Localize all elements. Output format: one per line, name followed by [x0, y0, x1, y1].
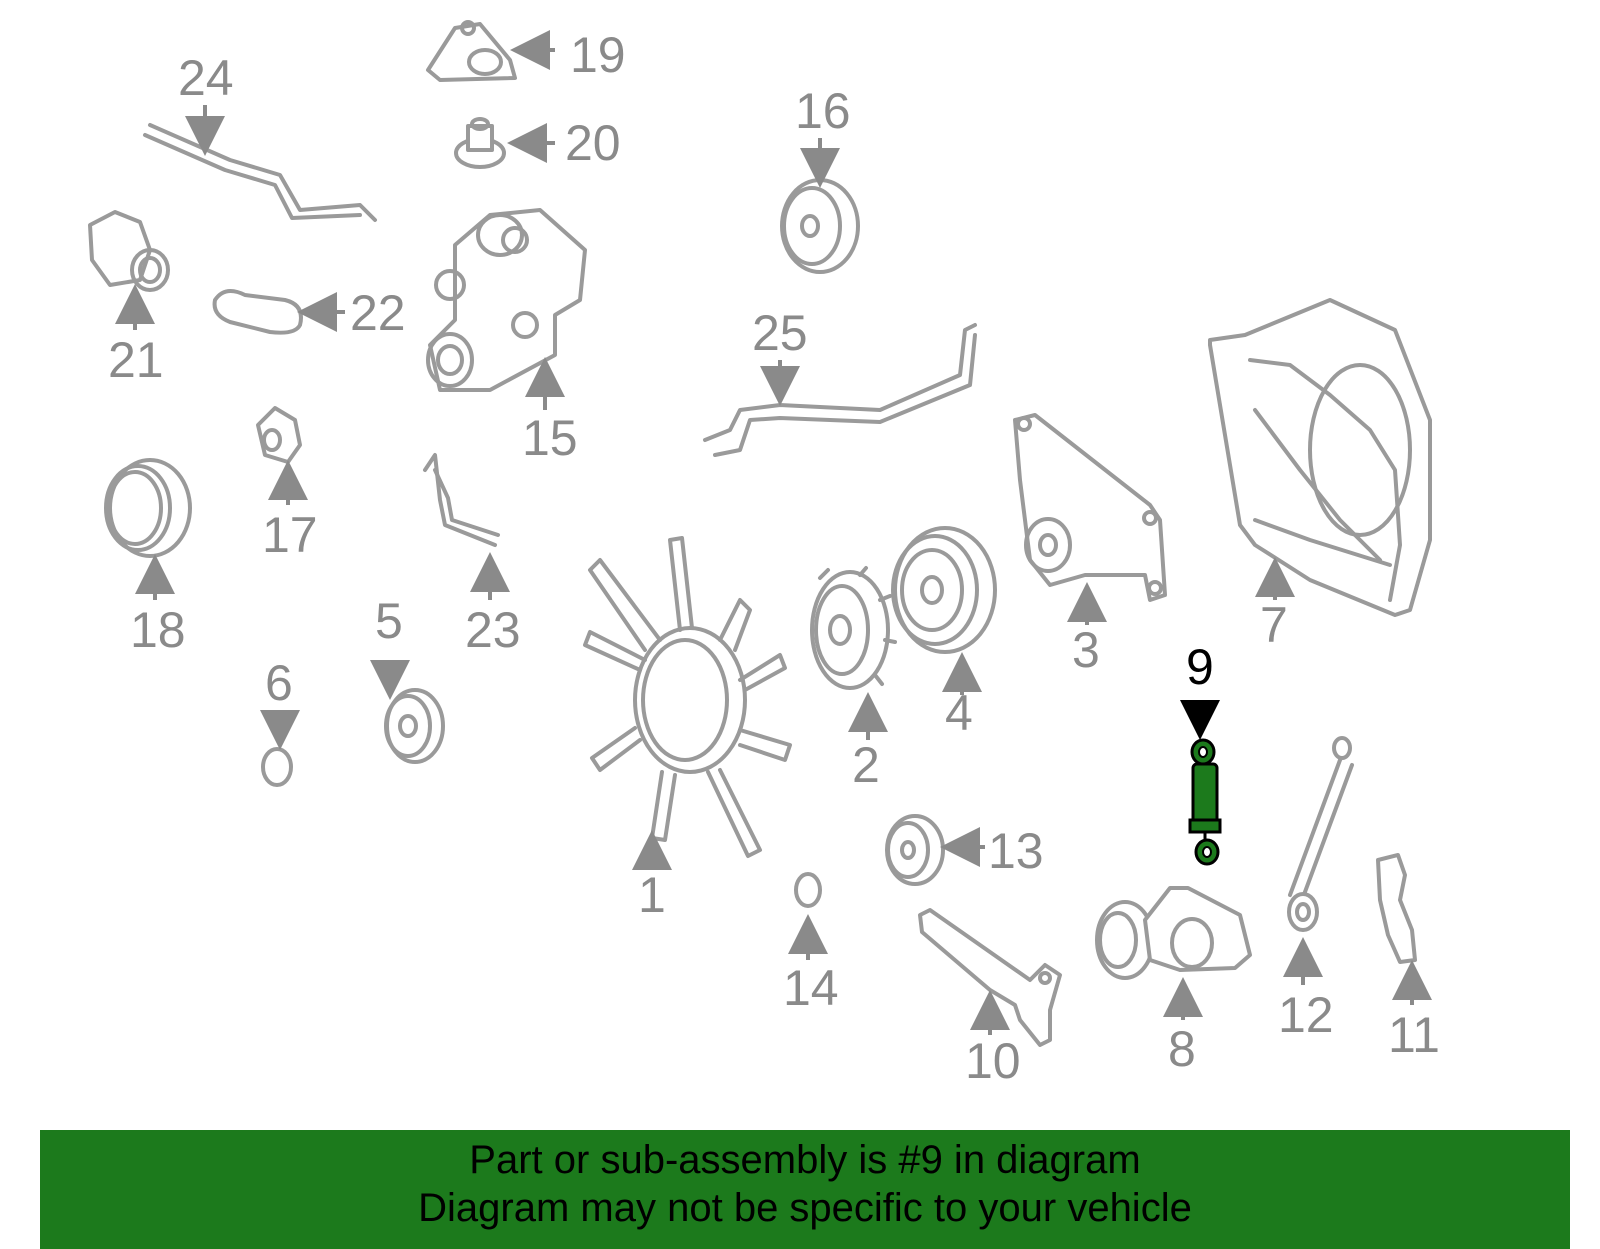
callout-15[interactable]: 15	[522, 410, 578, 466]
part-11-bracket[interactable]	[1376, 853, 1417, 964]
callout-21[interactable]: 21	[108, 332, 164, 388]
banner-line-2: Diagram may not be specific to your vehi…	[418, 1186, 1192, 1230]
callout-18[interactable]: 18	[130, 602, 186, 658]
info-banner: Part or sub-assembly is #9 in diagram Di…	[40, 1130, 1570, 1249]
part-15-water-pump-housing[interactable]	[426, 208, 587, 392]
callout-20[interactable]: 20	[565, 115, 621, 171]
part-19-cap[interactable]	[426, 20, 517, 82]
part-3-bracket[interactable]	[1013, 413, 1167, 602]
callout-17[interactable]: 17	[262, 507, 318, 563]
callout-22[interactable]: 22	[350, 285, 406, 341]
callout-7[interactable]: 7	[1260, 597, 1288, 653]
part-8-tensioner[interactable]	[1095, 886, 1252, 980]
part-13-pulley[interactable]	[885, 814, 945, 886]
part-1-fan[interactable]	[583, 536, 792, 858]
part-23-hose[interactable]	[423, 453, 497, 547]
callout-6[interactable]: 6	[265, 655, 293, 711]
part-4-pulley[interactable]	[891, 526, 997, 654]
part-18-seal[interactable]	[104, 458, 192, 558]
callout-2[interactable]: 2	[852, 737, 880, 793]
callout-16[interactable]: 16	[795, 83, 851, 139]
callout-12[interactable]: 12	[1278, 987, 1334, 1043]
callout-3[interactable]: 3	[1072, 622, 1100, 678]
callout-8[interactable]: 8	[1168, 1021, 1196, 1077]
callout-5[interactable]: 5	[375, 593, 403, 649]
banner-line-1: Part or sub-assembly is #9 in diagram	[469, 1138, 1141, 1182]
callout-4[interactable]: 4	[945, 685, 973, 741]
part-24-pipe[interactable]	[148, 123, 377, 222]
callout-11[interactable]: 11	[1388, 1007, 1440, 1063]
part-22-hose[interactable]	[212, 289, 303, 335]
callout-25[interactable]: 25	[752, 305, 808, 361]
part-9-shock-absorber[interactable]	[1188, 738, 1222, 866]
part-25-pipe[interactable]	[703, 323, 977, 442]
callout-24[interactable]: 24	[178, 50, 234, 106]
callout-9[interactable]: 9	[1186, 639, 1214, 695]
part-7-fan-shroud[interactable]	[1208, 298, 1432, 617]
part-17-plug[interactable]	[256, 406, 302, 464]
callout-13[interactable]: 13	[988, 823, 1044, 879]
callout-23[interactable]: 23	[465, 602, 521, 658]
callout-1[interactable]: 1	[638, 867, 666, 923]
part-5-idler-pulley[interactable]	[384, 688, 445, 764]
part-21-housing[interactable]	[88, 210, 170, 292]
part-16-pulley[interactable]	[780, 178, 860, 274]
part-6-plug[interactable]	[261, 747, 293, 787]
callout-10[interactable]: 10	[965, 1033, 1021, 1089]
part-14-plug[interactable]	[794, 872, 822, 908]
callout-14[interactable]: 14	[783, 960, 839, 1016]
part-12-linkage[interactable]	[1287, 736, 1354, 932]
part-20-thermostat[interactable]	[454, 117, 506, 169]
callout-19[interactable]: 19	[570, 27, 626, 83]
part-2-fan-clutch[interactable]	[810, 566, 897, 690]
